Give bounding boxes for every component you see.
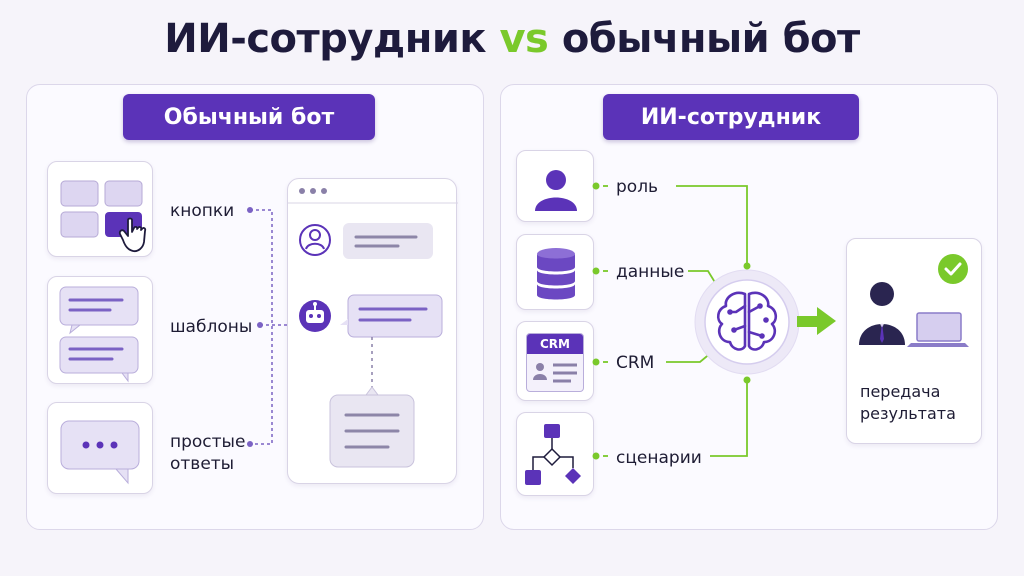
label-buttons: кнопки (170, 201, 235, 221)
buttons-grid-icon (60, 180, 147, 253)
title-part1: ИИ-сотрудник (164, 16, 487, 62)
cursor-hand-icon (118, 217, 147, 253)
role-card (516, 150, 594, 222)
laptop-person-icon (857, 254, 969, 366)
right-header: ИИ-сотрудник (603, 94, 859, 140)
user-avatar-icon (299, 224, 331, 256)
robot-icon (299, 300, 331, 332)
brain-icon (694, 269, 800, 375)
page-title: ИИ-сотрудник vs обычный бот (0, 16, 1024, 62)
label-result: передача результата (860, 382, 956, 423)
template-bubbles-icon (59, 286, 139, 383)
label-scenarios: сценарии (616, 448, 702, 468)
crm-card-text: CRM (527, 334, 583, 354)
label-simple-answers: простые ответы (170, 432, 246, 474)
chat-window-content (288, 188, 458, 468)
chat-bubble-icon (60, 420, 140, 485)
left-header: Обычный бот (123, 94, 375, 140)
chat-window (287, 178, 458, 484)
scenarios-card (516, 412, 594, 496)
crm-card: CRM (516, 321, 594, 401)
simple-answers-card (47, 402, 153, 494)
database-icon (537, 248, 575, 300)
label-crm: CRM (616, 353, 655, 373)
templates-card (47, 276, 153, 384)
check-circle-icon (938, 254, 968, 284)
label-templates: шаблоны (170, 317, 253, 337)
label-role: роль (616, 177, 659, 197)
label-data: данные (616, 262, 685, 282)
title-vs: vs (499, 16, 549, 62)
flowchart-icon (525, 424, 581, 485)
buttons-card (47, 161, 153, 257)
crm-card-icon: CRM (526, 333, 584, 392)
person-icon (535, 170, 577, 211)
arrow-right-icon (797, 307, 836, 335)
result-card: передача результата (846, 238, 982, 444)
title-part2: обычный бот (561, 16, 860, 62)
